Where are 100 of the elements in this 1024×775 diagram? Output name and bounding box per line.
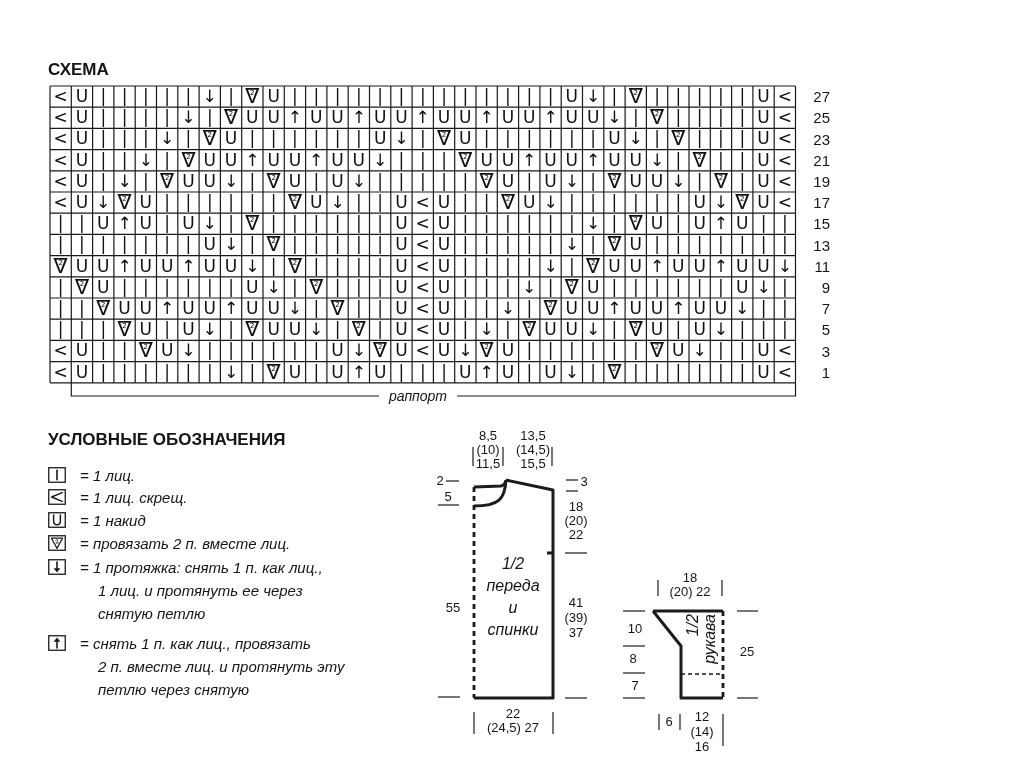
stitch-symbol: U — [714, 300, 728, 318]
row-number: 7 — [821, 301, 830, 317]
stitch-symbol: | — [100, 130, 107, 148]
stitch-symbol: U — [757, 88, 770, 106]
stitch-symbol: U — [544, 151, 557, 169]
stitch-symbol: | — [185, 130, 192, 148]
stitch-symbol: | — [377, 88, 383, 106]
stitch-symbol: | — [739, 130, 746, 148]
stitch-symbol: | — [206, 278, 213, 296]
stitch-symbol: ↓ — [202, 88, 217, 106]
stitch-symbol: ↓ — [543, 194, 558, 212]
stitch-symbol: U — [97, 257, 110, 275]
stitch-symbol: U — [75, 363, 89, 381]
stitch-symbol: ↑ — [160, 300, 175, 318]
stitch-symbol: U — [608, 257, 621, 275]
stitch-symbol: < — [53, 172, 68, 190]
stitch-symbol: U — [586, 300, 600, 318]
stitch-symbol: | — [334, 236, 341, 254]
stitch-symbol: ↑ — [415, 109, 430, 127]
stitch-symbol: | — [355, 257, 362, 275]
stitch-symbol: | — [654, 278, 660, 296]
stitch-symbol: | — [654, 194, 660, 212]
stitch-symbol: U — [693, 321, 706, 339]
stitch-symbol: < — [777, 363, 792, 381]
stitch-symbol: U — [757, 257, 770, 275]
dimension-label: 2 — [436, 474, 444, 488]
stitch-symbol: U — [395, 194, 408, 212]
stitch-symbol: | — [526, 172, 533, 190]
stitch-symbol: U — [203, 236, 216, 254]
stitch-symbol: | — [526, 215, 533, 233]
stitch-symbol: U — [139, 215, 153, 233]
stitch-symbol: < — [777, 130, 792, 148]
stitch-symbol: | — [675, 321, 682, 339]
dimension-label: 55 — [445, 601, 461, 615]
stitch-symbol: U — [629, 172, 642, 190]
stitch-symbol: ↓ — [479, 321, 494, 339]
stitch-symbol: | — [398, 363, 405, 381]
stitch-symbol: U — [310, 109, 323, 127]
stitch-symbol: U — [75, 151, 89, 169]
row-number: 9 — [821, 279, 830, 295]
stitch-symbol: | — [313, 257, 320, 275]
stitch-symbol: ↑ — [671, 300, 686, 318]
stitch-symbol: | — [483, 257, 490, 275]
stitch-symbol: U — [267, 300, 280, 318]
row-number: 17 — [813, 195, 830, 211]
stitch-symbol: U — [757, 342, 770, 360]
stitch-symbol: | — [79, 215, 85, 233]
stitch-symbol: U — [437, 236, 451, 254]
stitch-symbol: ↓ — [223, 363, 239, 381]
stitch-symbol: | — [611, 342, 618, 360]
stitch-symbol: U — [203, 300, 216, 318]
stitch-symbol: | — [590, 194, 596, 212]
stitch-symbol: | — [334, 215, 341, 233]
stitch-symbol: | — [355, 194, 362, 212]
stitch-symbol: | — [696, 363, 703, 381]
stitch-symbol: ↓ — [586, 215, 601, 233]
stitch-symbol: | — [781, 300, 788, 318]
stitch-symbol: ↓ — [223, 236, 239, 254]
stitch-symbol: ↓ — [202, 215, 217, 233]
stitch-symbol: | — [292, 236, 298, 254]
stitch-symbol: U — [437, 278, 451, 296]
stitch-symbol: | — [632, 342, 639, 360]
stitch-symbol: | — [654, 236, 660, 254]
stitch-symbol: U — [608, 130, 621, 148]
stitch-symbol: | — [228, 88, 234, 106]
stitch-symbol: ↓ — [713, 321, 729, 339]
stitch-symbol: ↓ — [586, 321, 601, 339]
stitch-symbol: | — [568, 194, 575, 212]
stitch-symbol: | — [355, 130, 362, 148]
stitch-symbol: | — [355, 215, 362, 233]
stitch-symbol: U — [650, 215, 664, 233]
stitch-symbol: ↑ — [543, 109, 558, 127]
stitch-symbol: U — [544, 321, 557, 339]
dimension-label: 41 (39) 37 — [563, 594, 589, 640]
stitch-symbol: | — [675, 215, 682, 233]
stitch-symbol: | — [526, 363, 533, 381]
stitch-symbol: U — [395, 278, 408, 296]
stitch-symbol: U — [437, 321, 451, 339]
stitch-symbol: ↓ — [181, 109, 196, 127]
stitch-symbol: | — [185, 363, 192, 381]
stitch-symbol: ↑ — [117, 257, 132, 275]
stitch-symbol: | — [568, 342, 575, 360]
stitch-symbol: | — [164, 151, 170, 169]
stitch-symbol: | — [739, 321, 746, 339]
dimension-label: 10 — [627, 622, 643, 636]
stitch-symbol: | — [526, 130, 533, 148]
stitch-symbol: U — [75, 257, 89, 275]
stitch-symbol: U — [757, 194, 770, 212]
stitch-symbol: U — [437, 342, 451, 360]
stitch-symbol: | — [121, 88, 128, 106]
stitch-symbol: U — [480, 151, 493, 169]
stitch-symbol: | — [441, 363, 447, 381]
stitch-symbol: U — [75, 109, 89, 127]
stitch-symbol: ↑ — [351, 109, 366, 127]
stitch-symbol: | — [334, 321, 341, 339]
stitch-symbol: | — [483, 130, 490, 148]
stitch-symbol: ↓ — [713, 194, 729, 212]
stitch-symbol: | — [121, 342, 128, 360]
stitch-symbol: < — [53, 88, 68, 106]
dimension-label: 7 — [631, 679, 639, 693]
